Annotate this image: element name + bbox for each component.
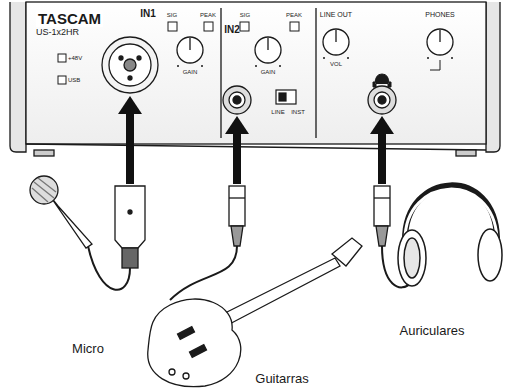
knob-label: GAIN [261,69,276,75]
device-caption: Micro [70,341,106,356]
microphone [30,176,92,248]
indicator-label: +48V [68,55,82,61]
switch-label: INST [291,109,305,115]
input-label: IN2 [224,25,240,35]
output-label: PHONES [425,11,455,18]
knob-scale [177,57,453,67]
interface-housing [10,2,500,156]
device-caption: Auriculares [397,323,466,338]
led-label: SIG [240,12,250,18]
indicator-label: USB [68,77,80,83]
headphones [398,185,502,286]
led-label: PEAK [200,12,216,18]
input-label: IN1 [140,9,156,19]
output-label: LINE OUT [320,11,352,18]
jacks [223,86,396,114]
insert-arrows [118,96,394,184]
knobs [177,29,453,63]
switch-label: LINE [271,109,284,115]
bracket [430,60,440,70]
line-inst-switch [276,90,296,104]
cables [88,246,412,300]
phantom-led [58,54,66,62]
led-label: PEAK [286,12,302,18]
led-label: SIG [167,12,177,18]
xlr-plug [115,186,145,268]
brand-name: TASCAM [36,10,103,27]
model-name: US-1x2HR [36,28,79,37]
knob-label: GAIN [183,69,198,75]
usb-led [58,76,66,84]
knob-label: VOL [330,61,342,67]
guitar [148,238,362,387]
headphone-icon [373,74,391,87]
device-caption: Guitarras [253,371,310,386]
jack-plugs [229,186,390,246]
xlr-combo-jack [102,37,158,93]
